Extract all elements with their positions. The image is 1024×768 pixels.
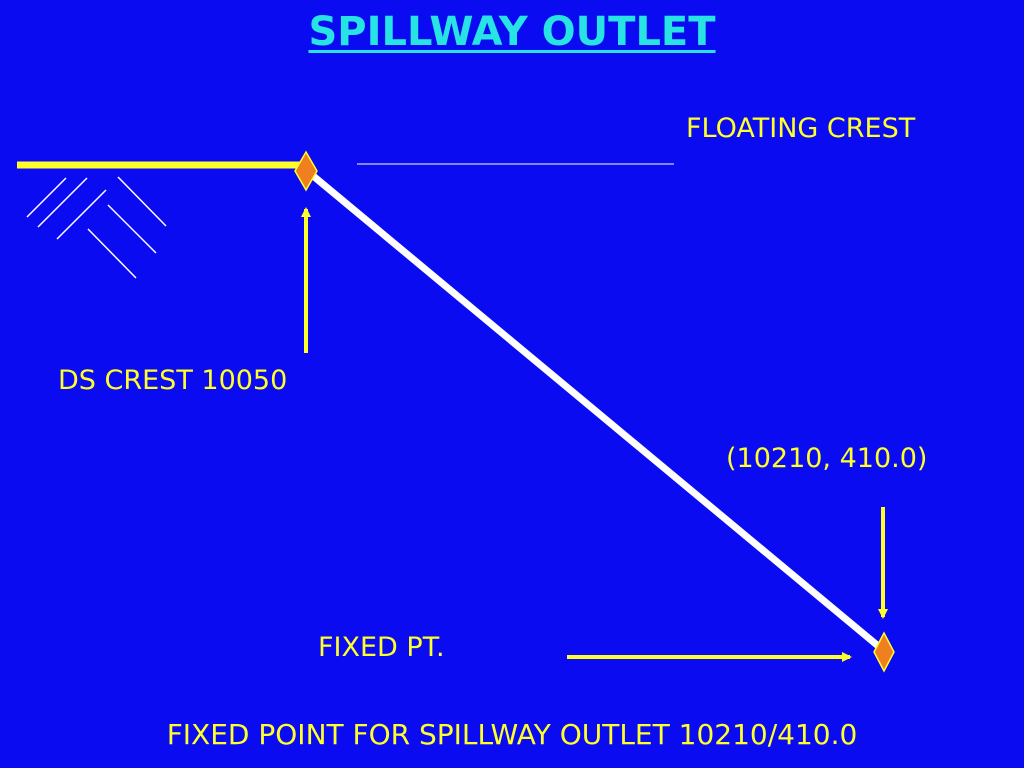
ds-crest-diamond-icon — [294, 150, 318, 192]
fixed-point-label: FIXED PT. — [318, 632, 445, 663]
fixed-point-diamond-icon — [873, 631, 895, 673]
coordinate-label: (10210, 410.0) — [726, 443, 928, 474]
page-title: SPILLWAY OUTLET — [308, 9, 716, 55]
ds-crest-label: DS CREST 10050 — [58, 365, 288, 396]
ground-hatch-icon — [26, 176, 167, 279]
floating-crest-label: FLOATING CREST — [686, 113, 916, 144]
caption: FIXED POINT FOR SPILLWAY OUTLET 10210/41… — [166, 718, 858, 751]
slope-line — [303, 167, 886, 653]
